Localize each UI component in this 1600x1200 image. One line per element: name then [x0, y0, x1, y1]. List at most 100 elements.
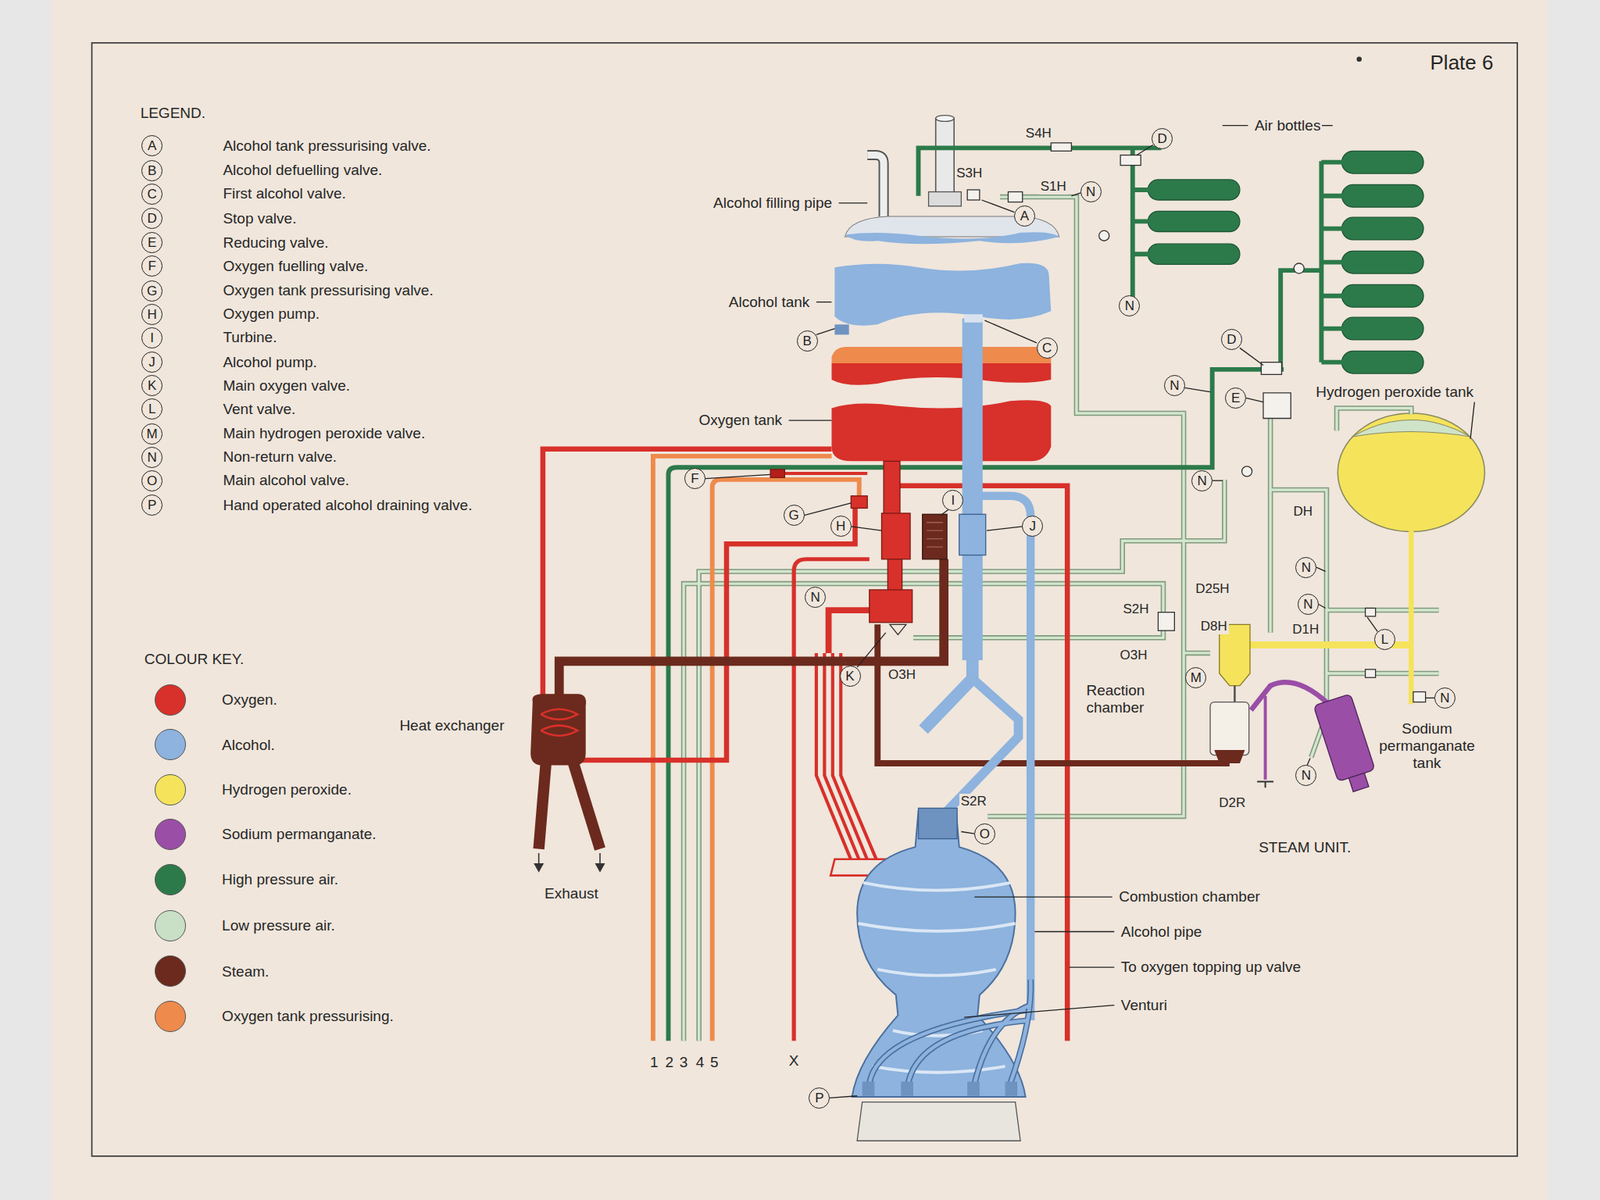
colour-swatch: [154, 818, 186, 850]
oxygen-pipes: [775, 471, 868, 475]
leader-lines: [839, 202, 868, 204]
leader-lines: [829, 1096, 858, 1099]
combustion-chamber: [967, 1081, 980, 1096]
valve-callout: M: [1185, 667, 1207, 689]
legend-callout-letter: A: [141, 135, 163, 157]
air-bottles: [1342, 184, 1424, 208]
high-pressure-air-pipes: [1280, 270, 1322, 370]
air-bottles: [1342, 317, 1424, 340]
valve-callout: N: [1297, 593, 1319, 615]
colour-swatch: [154, 1000, 186, 1033]
valve-callout: A: [1014, 205, 1036, 227]
leader-lines: [1069, 967, 1115, 968]
part-label: Alcohol filling pipe: [711, 194, 834, 212]
leader-lines: [1184, 387, 1211, 392]
valve-callout: N: [1164, 375, 1186, 397]
colour-swatch: [154, 864, 186, 896]
part-label: Venturi: [1119, 996, 1169, 1015]
part-label: O3H: [886, 667, 918, 683]
heat-exchanger: [540, 709, 578, 736]
part-label: Heat exchanger: [397, 717, 506, 735]
high-pressure-air-pipes: [1132, 189, 1152, 254]
colour-swatch: [154, 955, 186, 987]
part-label: Sodium permanganate tank: [1377, 720, 1477, 772]
valve-symbols: [1413, 692, 1426, 703]
legend-text: Sodium permanganate.: [220, 825, 379, 843]
part-label: To oxygen topping up valve: [1119, 958, 1303, 976]
low-pressure-air-pipes: [683, 196, 1440, 1041]
oxygen-pipes: [816, 653, 878, 863]
part-label: O3H: [1118, 647, 1150, 664]
line-number: 4: [694, 1053, 707, 1072]
part-label: D2R: [1217, 795, 1247, 811]
legend-callout-letter: C: [141, 183, 163, 205]
tanks: [928, 192, 962, 207]
high-pressure-air-pipes: [1321, 162, 1345, 363]
callout-letter: I: [951, 493, 956, 508]
valve-symbols: [1293, 263, 1304, 274]
callout-letter: A: [1020, 209, 1029, 223]
low-pressure-air-pipes: [683, 196, 1440, 1041]
steam-pipes: [539, 763, 547, 850]
air-bottles: [1147, 150, 1424, 374]
oxygen-parts: [770, 469, 785, 478]
legend-text: Stop valve.: [221, 210, 298, 228]
tanks: [831, 346, 1051, 364]
valve-symbols: [1007, 192, 1022, 203]
line-number: 5: [708, 1053, 721, 1072]
callout-letter: B: [802, 334, 811, 348]
heat-exchanger: [530, 693, 586, 765]
callout-letter: C: [1042, 341, 1052, 355]
callout-letter: N: [146, 450, 157, 465]
leader-lines: [1222, 125, 1249, 126]
callout-letter: O: [979, 827, 990, 841]
valve-callout: N: [1191, 470, 1213, 492]
turbine: [922, 514, 947, 559]
legend-text: Hand operated alcohol draining valve.: [221, 496, 474, 515]
valve-callout: P: [808, 1087, 830, 1109]
valve-symbols: [1157, 612, 1175, 632]
colour-swatch: [154, 684, 186, 716]
legend-callout-letter: L: [141, 398, 163, 420]
leader-lines: [1425, 697, 1436, 699]
part-label: Hydrogen peroxide tank: [1314, 383, 1475, 401]
part-label: Reaction chamber: [1084, 682, 1147, 717]
low-pressure-air-pipes: [683, 196, 1440, 1041]
steam-unit: [1214, 750, 1245, 764]
legend-text: Main hydrogen peroxide valve.: [221, 425, 427, 443]
oxygen-parts: [889, 624, 907, 635]
legend-callout-letter: B: [141, 160, 163, 182]
legend-callout-letter: N: [141, 446, 163, 468]
steam-unit: [1257, 781, 1274, 788]
legend-text: First alcohol valve.: [221, 185, 347, 203]
valve-callout: D: [1151, 128, 1173, 150]
line-number: 1: [648, 1053, 661, 1072]
alcohol-pipes: [923, 657, 973, 729]
alcohol-main-pipe: [962, 318, 983, 661]
valve-symbols: [1263, 392, 1291, 419]
legend-text: Non-return valve.: [221, 448, 339, 466]
callout-letter: N: [1303, 597, 1313, 611]
valve-callout: B: [796, 330, 818, 352]
steam-unit: [1210, 702, 1250, 756]
combustion-chamber: [852, 810, 1026, 1097]
callout-letter: C: [146, 187, 157, 201]
valve-callout: N: [804, 586, 826, 608]
legend-callout-letter: H: [141, 303, 163, 325]
oxygen-parts: [883, 460, 900, 515]
callout-letter: N: [1301, 768, 1311, 783]
callout-letter: E: [147, 235, 157, 250]
legend-callout-letter: I: [141, 327, 163, 349]
legend-text: Oxygen fuelling valve.: [221, 257, 370, 275]
leader-lines: [850, 526, 882, 531]
legend-callout-letter: P: [141, 494, 163, 516]
legend-callout-letter: G: [141, 280, 163, 302]
turbine: [926, 522, 943, 547]
steam-unit: [1313, 693, 1379, 796]
leader-lines: [789, 419, 833, 421]
callout-letter: P: [814, 1091, 824, 1105]
colour-swatch: [154, 910, 186, 942]
callout-letter: N: [1301, 560, 1311, 575]
heat-exchanger: [533, 863, 605, 873]
